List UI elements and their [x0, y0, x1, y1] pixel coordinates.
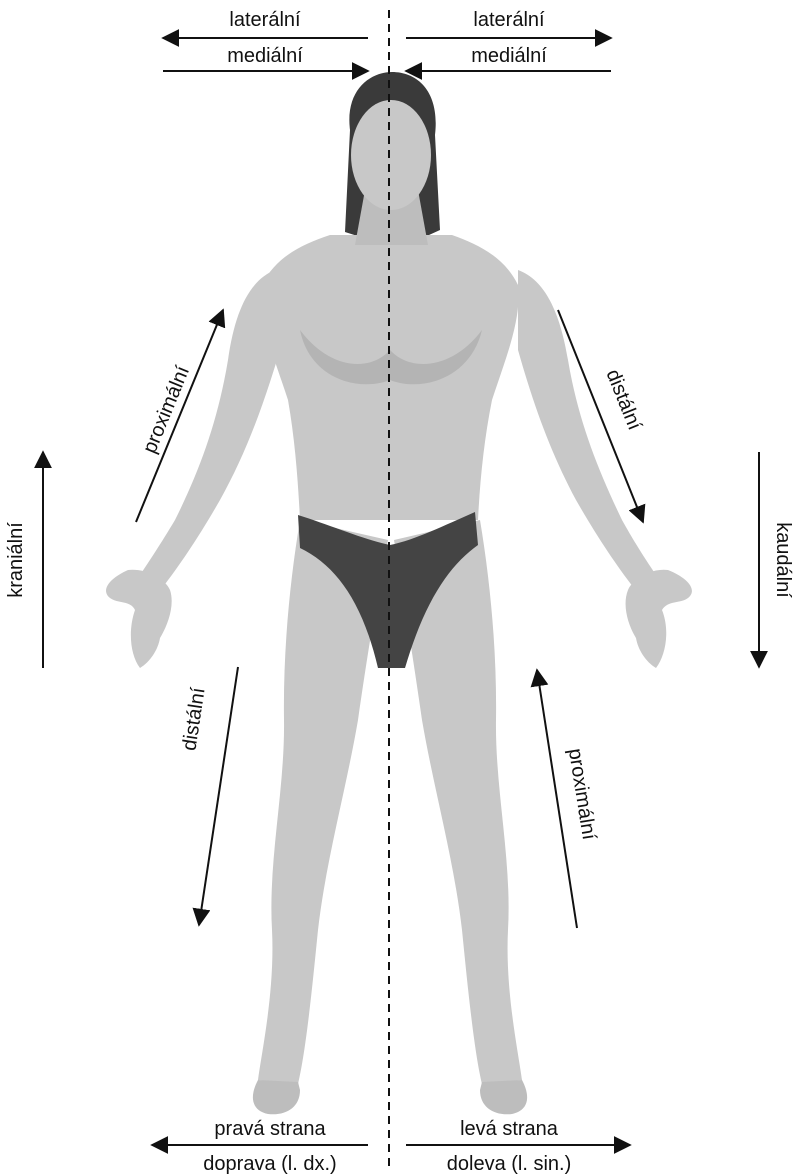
- label-proximal-arm: proximální: [139, 362, 195, 456]
- label-to-left: doleva (l. sin.): [447, 1153, 572, 1175]
- human-figure: [106, 72, 692, 1114]
- label-medial-left: mediální: [227, 45, 303, 67]
- hand-viewer-right: [626, 570, 692, 668]
- foot-viewer-left: [253, 1080, 300, 1114]
- label-caudal: kaudální: [772, 522, 794, 598]
- label-lateral-left: laterální: [229, 9, 301, 31]
- label-left-side: levá strana: [460, 1118, 559, 1140]
- label-cranial: kraniální: [5, 522, 27, 598]
- label-right-side: pravá strana: [214, 1118, 326, 1140]
- label-distal-arm: distální: [601, 366, 645, 433]
- label-proximal-leg: proximální: [564, 747, 600, 842]
- label-lateral-right: laterální: [473, 9, 545, 31]
- head: [351, 100, 431, 210]
- label-medial-right: mediální: [471, 45, 547, 67]
- hand-viewer-left: [106, 570, 172, 668]
- label-to-right: doprava (l. dx.): [203, 1153, 336, 1175]
- arrow-proximal-leg: [537, 670, 577, 928]
- label-distal-leg: distální: [178, 686, 209, 752]
- foot-viewer-right: [480, 1080, 527, 1114]
